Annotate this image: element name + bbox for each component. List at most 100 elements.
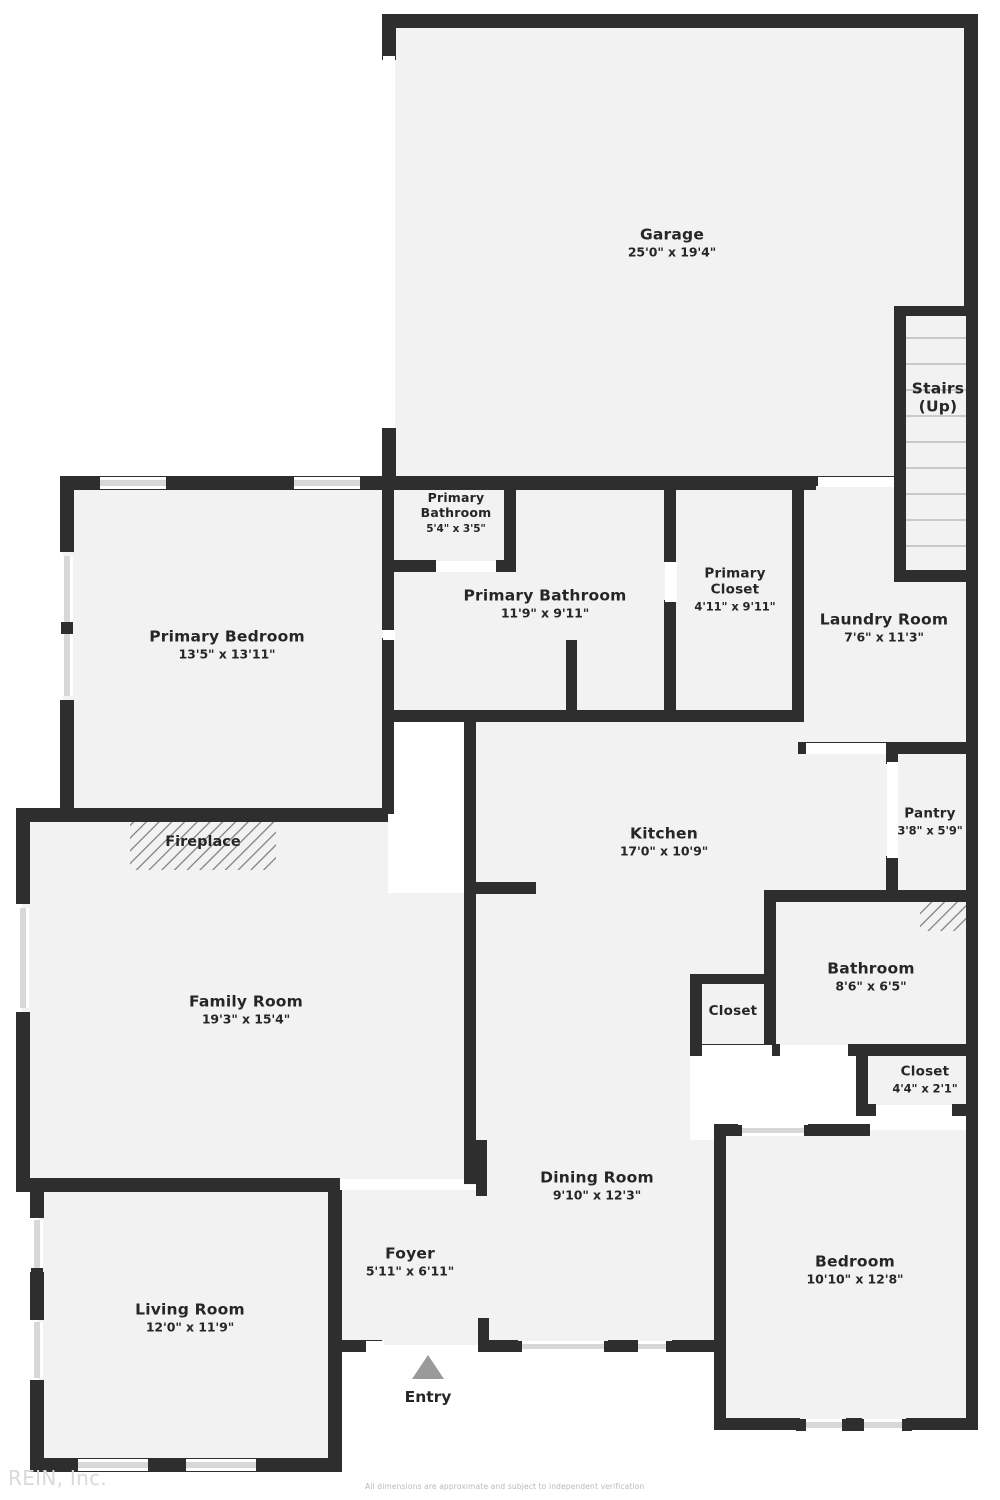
wall-bedcloset-bottom-l xyxy=(856,1104,876,1116)
window-pb-left-1 xyxy=(61,556,73,622)
wall-pantry-left-a xyxy=(886,742,898,764)
fill-primary-bathroom xyxy=(390,483,670,721)
wall-fr-left-b xyxy=(16,1012,30,1190)
window-lr-bottom-1 xyxy=(74,1459,152,1471)
doorway-pb-to-hall xyxy=(383,630,395,640)
wall-bedcloset-left xyxy=(856,1046,868,1112)
wall-pantry-bottom xyxy=(764,890,978,902)
wall-bathroom-left xyxy=(764,890,776,1050)
doorway-laundry-garage xyxy=(818,477,894,487)
doorway-bathroom xyxy=(780,1045,848,1056)
wall-right-ext-a xyxy=(966,482,978,748)
wall-lr-left-a xyxy=(30,1190,44,1218)
fill-garage xyxy=(390,16,978,580)
wall-pb-left-b xyxy=(60,700,74,814)
wall-dining-stub xyxy=(476,1140,487,1196)
wall-pbath-interior-stub xyxy=(566,640,577,722)
wall-halfbath-bottom-r xyxy=(496,560,516,572)
wall-right-ext-d xyxy=(966,1050,978,1430)
fill-family-room xyxy=(22,814,486,1190)
doorway-garage-left-gap xyxy=(383,56,395,428)
wall-bedroom-bottom-a xyxy=(714,1418,800,1430)
wall-pbath-closet-a xyxy=(664,482,676,562)
wall-lr-right-b xyxy=(328,1340,342,1472)
window-bedroom-bottom-1 xyxy=(800,1419,846,1431)
entry-direction-icon xyxy=(412,1355,444,1379)
window-front-2 xyxy=(638,1341,672,1352)
window-pb-top-2 xyxy=(290,477,364,489)
wall-bedroom-top-b xyxy=(808,1124,870,1136)
wall-kitchen-stub xyxy=(464,882,536,894)
fill-primary-closet xyxy=(670,483,798,721)
window-lr-left-1 xyxy=(31,1220,43,1270)
rein-watermark: REIN, Inc. xyxy=(8,1466,108,1490)
wall-garage-left-lower xyxy=(382,428,396,490)
wall-halfbath-bottom-l xyxy=(392,560,436,572)
wall-bathroom-bottom-r xyxy=(848,1044,978,1056)
wall-stairs-bottom xyxy=(894,570,978,582)
window-front-1 xyxy=(518,1341,608,1352)
fill-dining-foyer xyxy=(340,1055,720,1345)
wall-fr-left-a xyxy=(16,808,30,904)
wall-closet-right xyxy=(792,482,804,722)
wall-stairs-top xyxy=(894,306,978,316)
doorway-pantry xyxy=(887,762,898,858)
doorway-pbath-closet xyxy=(665,562,677,602)
wall-bedroom-bottom-c xyxy=(906,1418,978,1430)
window-lr-left-2 xyxy=(31,1322,43,1378)
doorway-laundry-kitchen xyxy=(806,743,886,754)
fill-primary-bedroom xyxy=(63,482,388,814)
wall-laundry-bottom-r xyxy=(886,742,978,754)
wall-kitchen-left-b xyxy=(464,882,476,1184)
window-lr-bottom-2 xyxy=(182,1459,260,1471)
wall-pbath-closet-b xyxy=(664,600,676,720)
wall-right-ext-b xyxy=(966,748,978,900)
window-pb-left-2 xyxy=(61,634,73,696)
wall-right-ext-c xyxy=(966,890,978,1058)
windows xyxy=(17,56,952,1471)
wall-garage-left-upper xyxy=(382,14,396,60)
window-pb-top-1 xyxy=(96,477,170,489)
wall-hallcloset-top xyxy=(690,974,776,984)
wall-pb-left-a xyxy=(60,476,74,552)
fill-bedroom xyxy=(720,1130,978,1430)
disclaimer-text: All dimensions are approximate and subje… xyxy=(365,1482,645,1491)
stair-treads xyxy=(905,337,974,547)
wall-foyer-stub xyxy=(478,1318,489,1352)
door-jambs xyxy=(31,477,912,1471)
window-bedroom-bottom-2 xyxy=(862,1419,906,1431)
window-bedroom-top xyxy=(738,1125,808,1136)
wall-pantry-left-b xyxy=(886,856,898,898)
wall-lr-left-b xyxy=(30,1272,44,1320)
doorway-hallcloset xyxy=(702,1045,772,1056)
entry-label: Entry xyxy=(404,1388,452,1406)
fill-pantry xyxy=(890,748,978,896)
wall-pb-right-b xyxy=(382,638,394,814)
wall-front-c xyxy=(608,1340,638,1352)
wall-fr-bottom xyxy=(16,1178,340,1192)
doorway-halfbath xyxy=(436,561,496,572)
wall-bedroom-left-a xyxy=(714,1124,726,1430)
doorway-dining-hall xyxy=(340,1179,464,1190)
wall-pbath-bottom xyxy=(382,710,804,722)
wall-pb-right xyxy=(382,490,394,630)
fireplace-hatch xyxy=(130,818,276,870)
wall-kitchen-left xyxy=(464,716,476,894)
wall-front-d xyxy=(672,1340,726,1352)
wall-bedroom-top-a xyxy=(714,1124,738,1136)
wall-stairs-left xyxy=(894,306,906,580)
wall-garage-bottom xyxy=(60,476,816,490)
window-fr-left xyxy=(17,908,29,1008)
wall-pb-bottom xyxy=(16,808,388,822)
fill-living-room xyxy=(38,1190,340,1472)
wall-lr-left-c xyxy=(30,1380,44,1424)
wall-lr-right xyxy=(328,1190,342,1348)
wall-garage-top xyxy=(382,14,978,28)
fill-closet-hall xyxy=(694,978,770,1055)
fill-laundry xyxy=(798,483,978,748)
wall-halfbath-right xyxy=(504,482,516,568)
wall-hallcloset-left xyxy=(690,974,702,1056)
doorway-bedcloset xyxy=(876,1105,952,1116)
